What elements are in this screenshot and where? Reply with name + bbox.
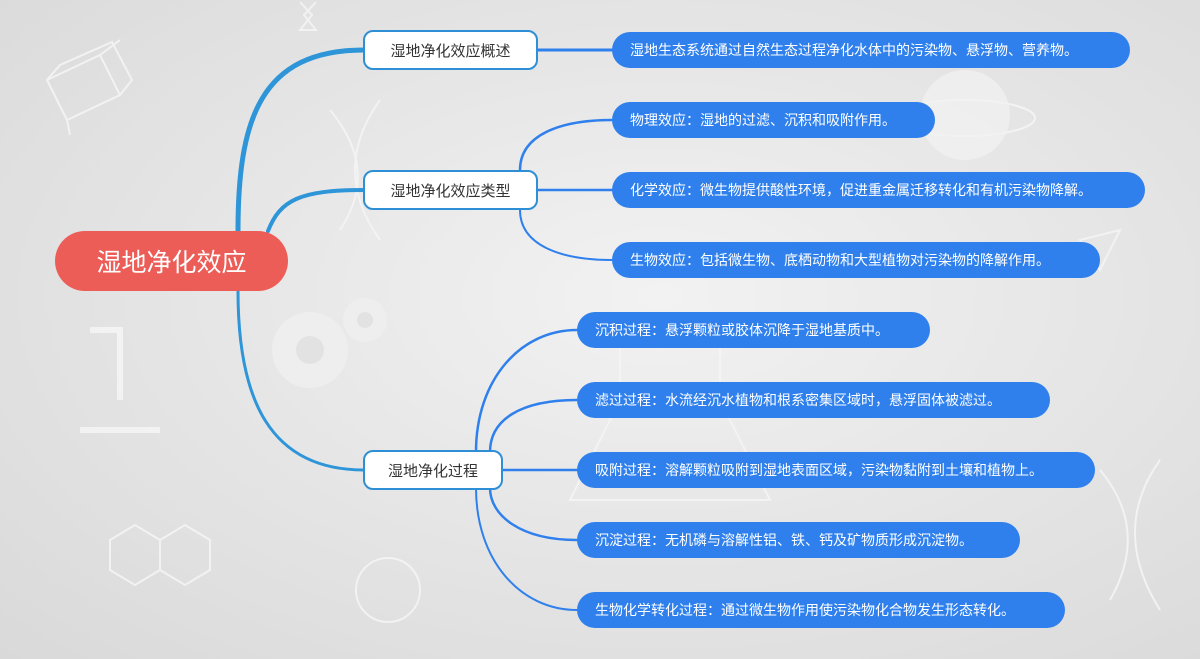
leaf-precipitation[interactable]: 沉淀过程：无机磷与溶解性铝、铁、钙及矿物质形成沉淀物。	[577, 522, 1020, 558]
leaf-label: 化学效应：微生物提供酸性环境，促进重金属迁移转化和有机污染物降解。	[630, 183, 1092, 199]
root-topic-label: 湿地净化效应	[96, 248, 247, 277]
leaf-sedimentation[interactable]: 沉积过程：悬浮颗粒或胶体沉降于湿地基质中。	[577, 312, 930, 348]
leaf-biochemical-transformation[interactable]: 生物化学转化过程：通过微生物作用使污染物化合物发生形态转化。	[577, 592, 1065, 628]
leaf-adsorption[interactable]: 吸附过程：溶解颗粒吸附到湿地表面区域，污染物黏附到土壤和植物上。	[577, 452, 1095, 488]
branch-process[interactable]: 湿地净化过程	[363, 450, 503, 490]
branch-label: 湿地净化过程	[387, 461, 478, 480]
leaf-label: 物理效应：湿地的过滤、沉积和吸附作用。	[630, 113, 896, 129]
leaf-overview-definition[interactable]: 湿地生态系统通过自然生态过程净化水体中的污染物、悬浮物、营养物。	[612, 32, 1130, 68]
leaf-label: 沉淀过程：无机磷与溶解性铝、铁、钙及矿物质形成沉淀物。	[595, 533, 973, 549]
leaf-label: 滤过过程：水流经沉水植物和根系密集区域时，悬浮固体被滤过。	[595, 393, 1001, 409]
leaf-label: 生物化学转化过程：通过微生物作用使污染物化合物发生形态转化。	[595, 603, 1015, 619]
root-topic[interactable]: 湿地净化效应	[55, 231, 288, 291]
leaf-physical-effect[interactable]: 物理效应：湿地的过滤、沉积和吸附作用。	[612, 102, 935, 138]
leaf-label: 吸附过程：溶解颗粒吸附到湿地表面区域，污染物黏附到土壤和植物上。	[595, 463, 1043, 479]
leaf-filtration[interactable]: 滤过过程：水流经沉水植物和根系密集区域时，悬浮固体被滤过。	[577, 382, 1050, 418]
leaf-label: 生物效应：包括微生物、底栖动物和大型植物对污染物的降解作用。	[630, 253, 1050, 269]
leaf-label: 沉积过程：悬浮颗粒或胶体沉降于湿地基质中。	[595, 323, 889, 339]
branch-label: 湿地净化效应类型	[390, 181, 511, 200]
leaf-chemical-effect[interactable]: 化学效应：微生物提供酸性环境，促进重金属迁移转化和有机污染物降解。	[612, 172, 1145, 208]
leaf-biological-effect[interactable]: 生物效应：包括微生物、底栖动物和大型植物对污染物的降解作用。	[612, 242, 1100, 278]
branch-label: 湿地净化效应概述	[390, 41, 511, 60]
branch-types[interactable]: 湿地净化效应类型	[363, 170, 538, 210]
branch-overview[interactable]: 湿地净化效应概述	[363, 30, 538, 70]
leaf-label: 湿地生态系统通过自然生态过程净化水体中的污染物、悬浮物、营养物。	[630, 43, 1078, 59]
